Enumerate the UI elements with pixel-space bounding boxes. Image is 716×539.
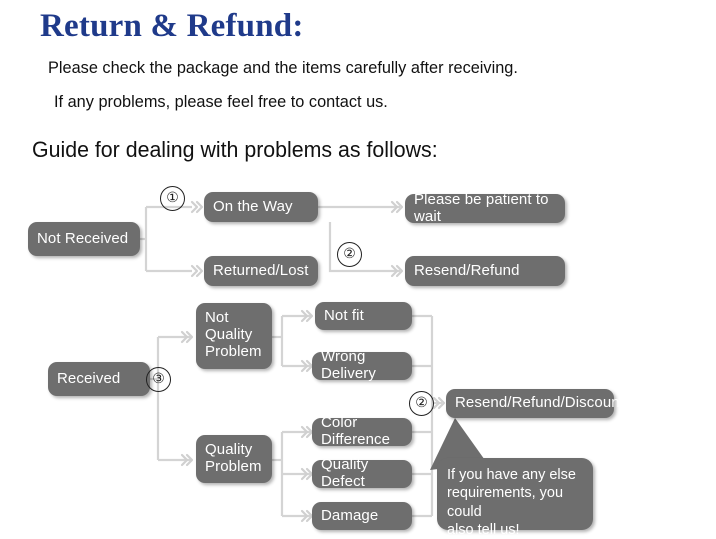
intro-line-2: If any problems, please feel free to con… bbox=[54, 92, 388, 111]
node-color-difference[interactable]: Color Difference bbox=[312, 414, 412, 448]
step-marker-1: ① bbox=[160, 186, 185, 211]
node-on-the-way[interactable]: On the Way bbox=[204, 192, 318, 222]
node-received[interactable]: Received bbox=[48, 362, 150, 396]
node-not-fit[interactable]: Not fit bbox=[315, 302, 412, 330]
node-resend-refund[interactable]: Resend/Refund bbox=[405, 256, 565, 286]
guide-heading: Guide for dealing with problems as follo… bbox=[32, 137, 438, 162]
step-marker-2-top: ② bbox=[337, 242, 362, 267]
node-resend-refund-discount[interactable]: Resend/Refund/Discount bbox=[446, 389, 624, 418]
node-not-received[interactable]: Not Received bbox=[28, 222, 140, 256]
callout-bubble: If you have any else requirements, you c… bbox=[437, 458, 593, 538]
step-marker-2-bottom: ② bbox=[409, 391, 434, 416]
node-damage[interactable]: Damage bbox=[312, 502, 412, 530]
page-title: Return & Refund: bbox=[40, 8, 304, 44]
intro-line-1: Please check the package and the items c… bbox=[48, 58, 518, 77]
node-not-quality-problem[interactable]: Not Quality Problem bbox=[196, 303, 272, 369]
node-please-be-patient[interactable]: Please be patient to wait bbox=[405, 191, 565, 224]
node-quality-defect[interactable]: Quality Defect bbox=[312, 456, 412, 490]
step-marker-3: ③ bbox=[146, 367, 171, 392]
node-wrong-delivery[interactable]: Wrong Delivery bbox=[312, 348, 412, 382]
node-returned-lost[interactable]: Returned/Lost bbox=[204, 256, 318, 286]
node-quality-problem[interactable]: Quality Problem bbox=[196, 435, 272, 483]
